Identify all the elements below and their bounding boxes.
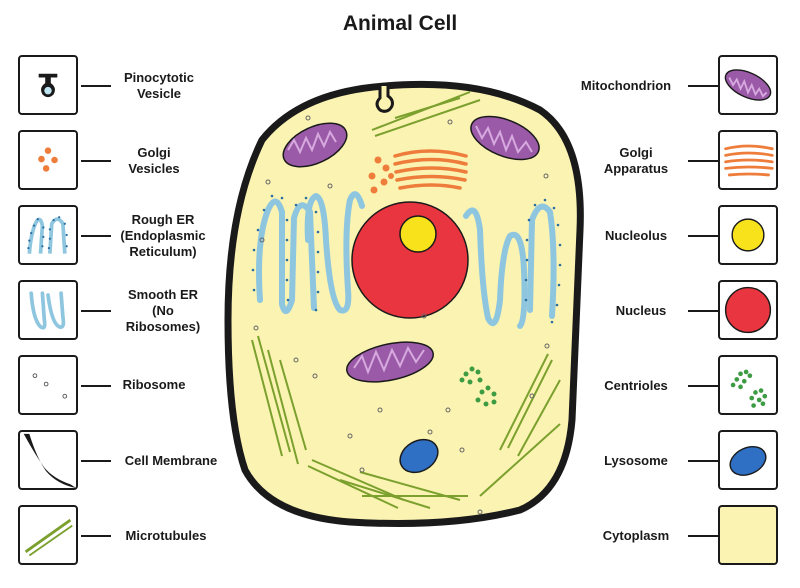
ribosomes — [253, 115, 550, 515]
label-smooth-er: Smooth ER (No Ribosomes) — [125, 287, 201, 334]
nucleus — [351, 201, 469, 319]
rough-er-left — [251, 194, 320, 314]
rough-er-icon — [18, 205, 78, 265]
microtubules-top — [371, 91, 481, 137]
golgi-apparatus — [393, 149, 468, 190]
label-microtubules: Microtubules — [125, 528, 207, 543]
label-nucleus: Nucleus — [615, 303, 667, 318]
cell-membrane — [224, 80, 584, 527]
mitochondrion-top-right — [470, 115, 540, 161]
label-golgi-apparatus: Golgi Apparatus — [603, 145, 669, 176]
centrioles — [459, 366, 497, 407]
mitochondrion-top-left — [282, 122, 348, 168]
label-cytoplasm: Cytoplasm — [602, 528, 670, 543]
mitochondrion-icon — [718, 55, 778, 115]
smooth-er-icon — [18, 280, 78, 340]
pinocytotic-vesicle — [375, 86, 394, 113]
golgi-vesicles — [368, 156, 394, 194]
label-lysosome: Lysosome — [604, 453, 668, 468]
microtubules-icon — [18, 505, 78, 565]
golgi-apparatus-icon — [718, 130, 778, 190]
microtubules-right — [479, 353, 561, 497]
nucleolus-icon — [718, 205, 778, 265]
label-centrioles: Centrioles — [604, 378, 668, 393]
smooth-er-right — [463, 207, 528, 329]
label-cell-membrane: Cell Membrane — [124, 453, 218, 468]
ribosome-icon — [18, 355, 78, 415]
microtubules-left — [251, 335, 307, 465]
nucleolus — [399, 215, 437, 253]
label-ribosome: Ribosome — [122, 377, 186, 392]
cell-membrane-icon — [18, 430, 78, 490]
label-golgi-vesicles: Golgi Vesicles — [128, 145, 180, 176]
microtubules-bottom — [307, 459, 468, 509]
mitochondrion-center — [346, 341, 434, 383]
rough-er-right — [524, 198, 562, 324]
lysosome-icon — [718, 430, 778, 490]
golgi-vesicles-icon — [18, 130, 78, 190]
cytoplasm-icon — [718, 505, 778, 565]
smooth-er-left — [304, 191, 365, 314]
label-rough-er: Rough ER (Endoplasmic Reticulum) — [120, 212, 206, 259]
label-nucleolus: Nucleolus — [604, 228, 668, 243]
pinocytotic-vesicle-icon — [18, 55, 78, 115]
nucleus-icon — [718, 280, 778, 340]
label-pinocytotic-vesicle: Pinocytotic Vesicle — [123, 70, 195, 101]
diagram-title: Animal Cell — [342, 12, 458, 35]
label-mitochondrion: Mitochondrion — [580, 78, 672, 93]
lysosome — [399, 438, 439, 474]
centrioles-icon — [718, 355, 778, 415]
